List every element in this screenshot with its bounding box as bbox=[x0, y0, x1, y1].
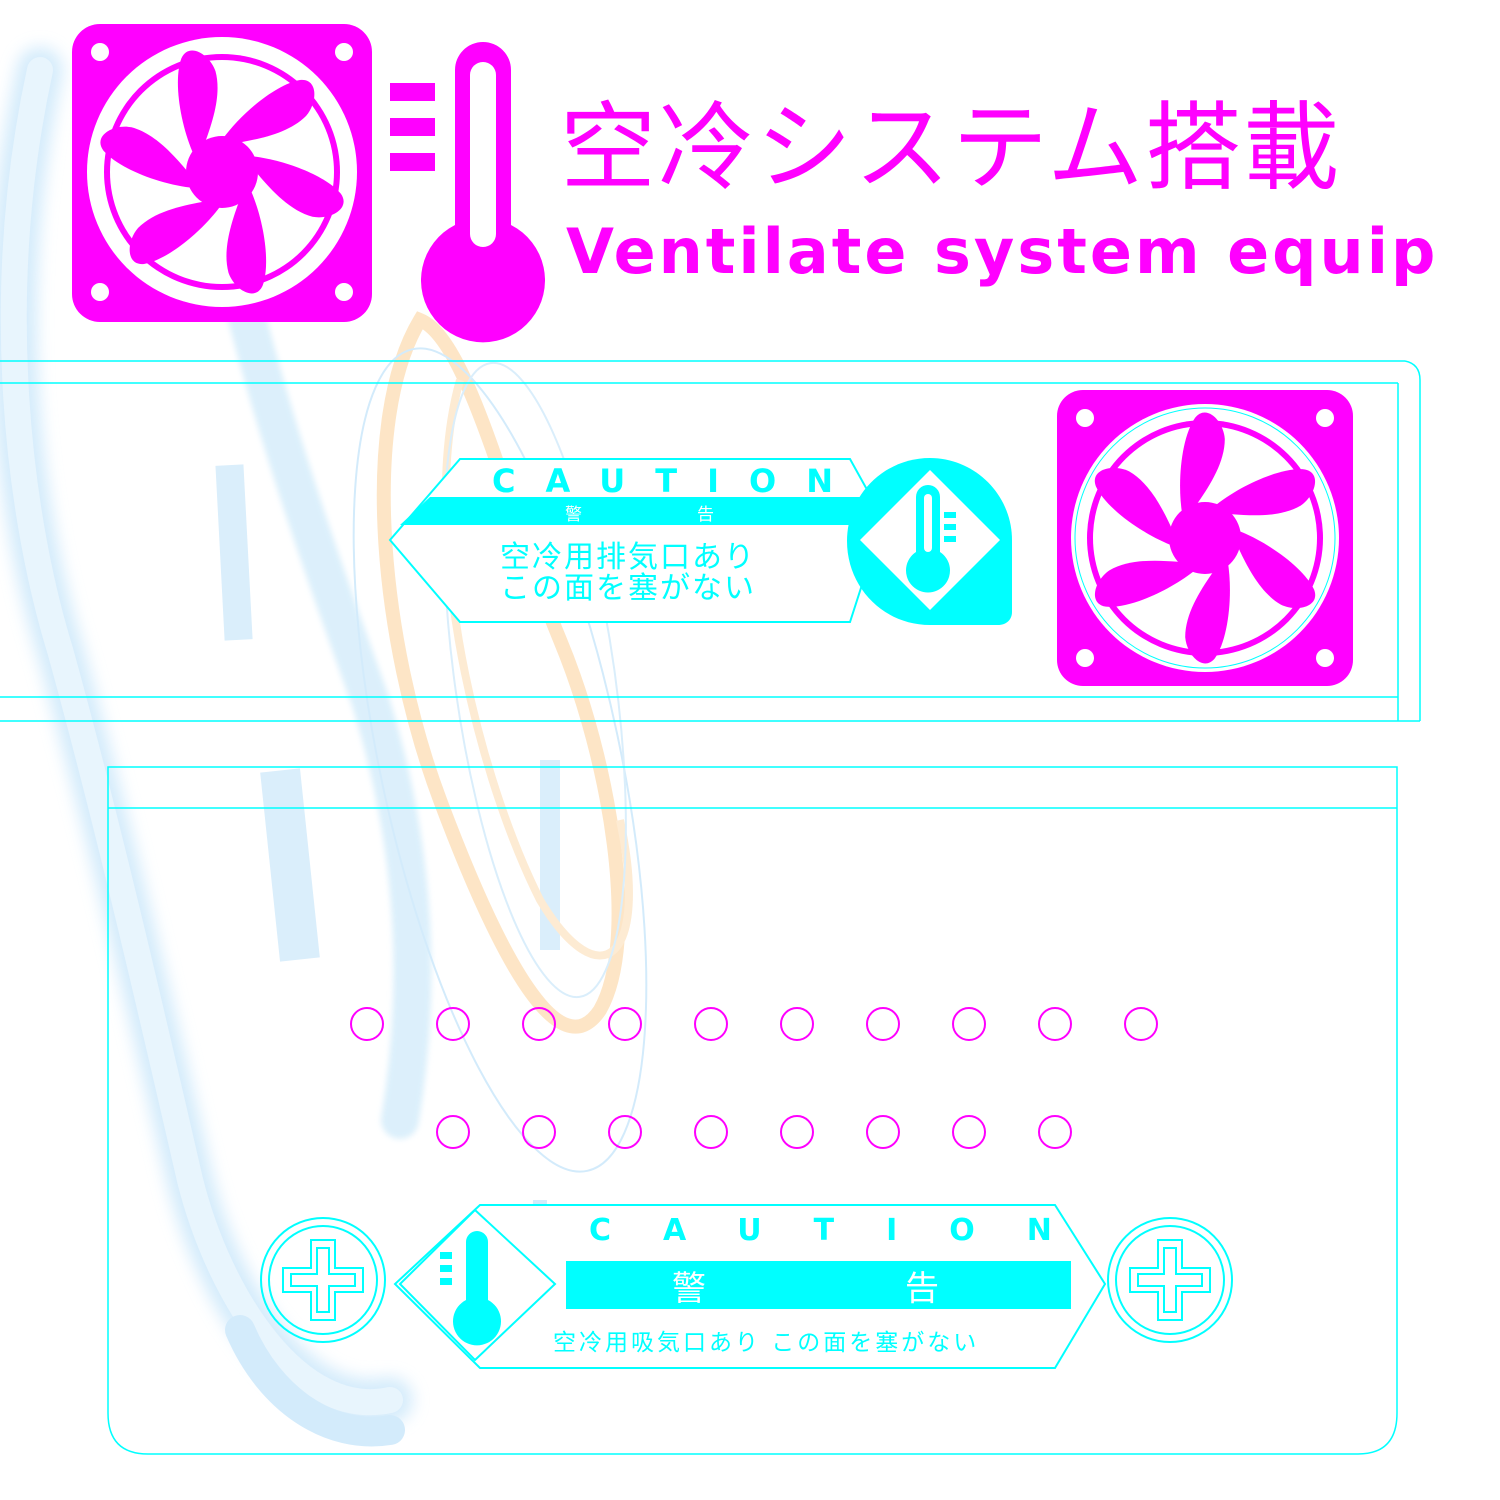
lower-caution-heading: CAUTION bbox=[589, 1213, 1104, 1248]
vent-hole bbox=[608, 1115, 642, 1149]
lower-warning-char-2: 告 bbox=[905, 1269, 939, 1309]
vent-holes bbox=[350, 1007, 1158, 1149]
upper-notice-line-2: この面を塞がない bbox=[500, 571, 756, 606]
vent-hole bbox=[780, 1115, 814, 1149]
upper-warning-char-1: 警 bbox=[565, 505, 582, 525]
vent-hole bbox=[1038, 1115, 1072, 1149]
lower-warning-char-1: 警 bbox=[672, 1269, 706, 1309]
lower-panel bbox=[107, 766, 1398, 1455]
upper-warning-char-2: 告 bbox=[697, 505, 714, 525]
upper-caution-label: CAUTION 警 告 空冷用排気口あり この面を塞がない bbox=[388, 458, 1012, 625]
lower-caution-label: CAUTION 警 告 空冷用吸気口あり この面を塞がない bbox=[393, 1204, 1107, 1369]
lower-notice-line: 空冷用吸気口あり この面を塞がない bbox=[553, 1330, 979, 1356]
vent-hole bbox=[694, 1115, 728, 1149]
vent-hole bbox=[694, 1007, 728, 1041]
fan-icon bbox=[1057, 390, 1353, 686]
vent-hole bbox=[1124, 1007, 1158, 1041]
vent-hole bbox=[866, 1115, 900, 1149]
upper-caution-heading: CAUTION bbox=[492, 462, 863, 500]
upper-notice-line-1: 空冷用排気口あり bbox=[500, 540, 756, 575]
vent-hole bbox=[1038, 1007, 1072, 1041]
screw-icon-left bbox=[260, 1217, 386, 1343]
vent-hole bbox=[952, 1007, 986, 1041]
vent-hole bbox=[780, 1007, 814, 1041]
vent-hole bbox=[608, 1007, 642, 1041]
thermometer-icon bbox=[390, 42, 545, 343]
vent-hole bbox=[952, 1115, 986, 1149]
upper-panel bbox=[0, 360, 1421, 722]
vent-hole bbox=[350, 1007, 384, 1041]
vent-hole bbox=[866, 1007, 900, 1041]
screw-icon-right bbox=[1107, 1217, 1233, 1343]
thermometer-icon bbox=[860, 470, 1000, 610]
vent-hole bbox=[436, 1115, 470, 1149]
vent-hole bbox=[522, 1115, 556, 1149]
page-title: 空冷システム搭載 bbox=[560, 92, 1342, 204]
page-subtitle: Ventilate system equip bbox=[566, 215, 1439, 288]
fan-icon bbox=[72, 24, 372, 322]
vent-hole bbox=[522, 1007, 556, 1041]
thermometer-icon bbox=[440, 1231, 501, 1346]
vent-hole bbox=[436, 1007, 470, 1041]
